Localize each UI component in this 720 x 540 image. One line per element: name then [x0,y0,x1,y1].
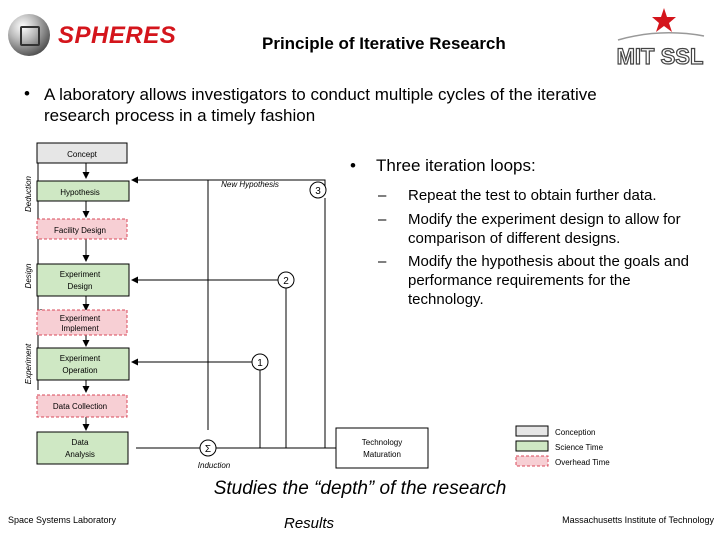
loops-heading: Three iteration loops: [376,156,536,175]
dash: – [378,253,387,270]
intro-bullet: • [24,84,30,103]
legend: Conception Science Time Overhead Time [515,425,610,467]
svg-text:Data Collection: Data Collection [53,402,107,411]
svg-text:Technology: Technology [362,438,402,447]
svg-text:Science Time: Science Time [555,443,604,452]
legend-item-overhead-time: Overhead Time [515,455,610,467]
loop-item-text: Modify the hypothesis about the goals an… [408,253,690,308]
intro-text: A laboratory allows investigators to con… [44,85,597,125]
studies-caption: Studies the “depth” of the research [213,478,507,499]
svg-text:Facility Design: Facility Design [54,226,106,235]
box-facility-design: Facility Design [36,218,128,240]
svg-text:Maturation: Maturation [363,450,401,459]
legend-item-science-time: Science Time [515,440,604,452]
svg-text:Implement: Implement [61,324,99,333]
phase-label-deduction: Deduction [24,175,33,212]
box-concept: Concept [36,142,128,164]
spheres-ball-icon [8,14,50,56]
loop-circle-1: 1 [251,353,269,371]
spheres-logo: SPHERES [6,12,196,60]
box-technology-maturation: Technology Maturation [335,427,429,469]
loop-circle-2: 2 [277,271,295,289]
legend-item-conception: Conception [515,425,595,437]
loop-item-text: Repeat the test to obtain further data. [408,187,657,204]
mit-ssl-logo: MIT SSL [616,8,705,70]
brand-name: SPHERES [58,22,177,49]
box-experiment-operation: Experiment Operation [36,347,130,381]
svg-text:Operation: Operation [62,366,97,375]
induction-label: Induction [198,461,231,470]
svg-text:Concept: Concept [67,150,98,159]
box-hypothesis: Hypothesis [36,180,130,202]
star-icon [652,8,676,32]
svg-text:Σ: Σ [205,444,211,455]
loop-item-text: Modify the experiment design to allow fo… [408,211,681,247]
dash: – [378,211,387,228]
svg-text:Experiment: Experiment [60,314,101,323]
sigma-circle: Σ [199,439,217,457]
loop-circle-3: 3 [309,181,327,199]
box-data-analysis: Data Analysis [36,431,129,465]
box-experiment-design: Experiment Design [36,263,130,297]
svg-text:Conception: Conception [555,428,595,437]
svg-text:Data: Data [72,438,89,447]
svg-text:Design: Design [68,282,93,291]
box-data-collection: Data Collection [36,394,128,418]
svg-text:Experiment: Experiment [60,270,101,279]
slide-title: Principle of Iterative Research [262,34,506,53]
svg-text:Hypothesis: Hypothesis [60,188,100,197]
svg-text:3: 3 [315,186,321,197]
svg-text:2: 2 [283,276,289,287]
svg-text:1: 1 [257,358,263,369]
footer-right: Massachusetts Institute of Technology [562,515,714,525]
svg-text:Experiment: Experiment [60,354,101,363]
loops-bullet: • [350,156,356,175]
phase-label-experiment: Experiment [24,343,33,384]
dash: – [378,187,387,204]
footer-left: Space Systems Laboratory [8,515,117,525]
svg-text:Analysis: Analysis [65,450,95,459]
phase-label-design: Design [24,263,33,288]
footer-results: Results [284,515,335,532]
svg-text:Overhead Time: Overhead Time [555,458,610,467]
box-experiment-implement: Experiment Implement [36,309,128,336]
ssl-logo-text: MIT SSL [617,44,704,69]
new-hypothesis-label: New Hypothesis [221,180,279,189]
